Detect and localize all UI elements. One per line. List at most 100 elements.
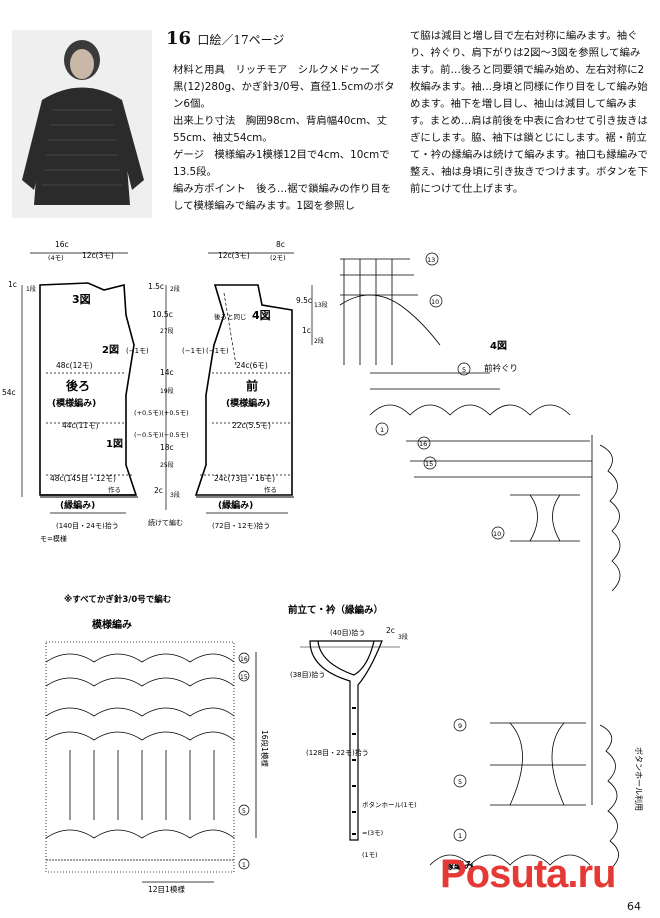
band-top-right: 2c: [386, 626, 395, 635]
pattern-side: 16段1模様: [260, 730, 270, 767]
pattern-stitches: [45, 641, 257, 883]
band-left-a: (38目)拾う: [290, 670, 325, 679]
front-right-b: 1c: [302, 326, 311, 335]
fig4-title: 4図: [490, 340, 507, 352]
mid-e: 2c: [154, 486, 163, 495]
fig4-n1: 1: [380, 426, 384, 434]
front-fig4: 4図: [252, 308, 271, 322]
pattern-row5: 5: [242, 808, 246, 815]
schematic-diagrams: 16c (4モ) 12c(3モ) 1c 1段 3図 2図 (−1モ) 48c(1…: [2, 240, 328, 543]
back-top-left-sub: (4モ): [48, 254, 64, 262]
front-band-diagram: 前立て・衿（縁編み） (40目)拾う 2c 3段 (38目)拾う (128目・2…: [288, 604, 417, 859]
page-number: 64: [627, 900, 641, 913]
fig4-n1b: 1: [458, 832, 462, 840]
front-top-right: 8c: [276, 240, 285, 249]
pattern-row16: 16: [240, 656, 248, 663]
front-pickup: (72目・12モ)拾う: [212, 521, 270, 530]
fig4-n10: 10: [431, 298, 439, 306]
mid-d-sub: 25段: [160, 461, 174, 469]
back-left-1dan: 1段: [26, 285, 36, 293]
mid-minus1: (−1モ): [182, 347, 205, 355]
back-fig1: 1図: [106, 438, 123, 450]
points-text-a: 編み方ポイント 後ろ…裾で鎖編みの作り目をして模様編みで編みます。1図を参照し: [173, 183, 392, 212]
pattern-note: ※すべてかぎ針3/0号で編む: [64, 594, 172, 605]
front-outline: [194, 284, 294, 498]
mid-a-sub: 2段: [170, 285, 180, 293]
pattern-bottom: 12目1模様: [148, 884, 185, 894]
pattern-row1: 1: [242, 862, 246, 869]
front-top-mid: 12c(3モ): [218, 251, 250, 260]
back-top-mid: 12c(3モ): [82, 251, 114, 260]
fig4-chart: 13 10 5 1 16 15 10 4図 前衿ぐり 9 5 1 ボタンホール利…: [339, 252, 644, 872]
instructions-col2: て脇は減目と増し目で左右対称に編みます。袖ぐり、衿ぐり、肩下がりは2図〜3図を参…: [410, 28, 648, 198]
mid-d: 18c: [160, 443, 174, 452]
band-title: 前立て・衿（縁編み）: [288, 604, 383, 616]
mid-c: 14c: [160, 368, 174, 377]
front-right-a: 9.5c: [296, 296, 312, 305]
front-atosame: 後ろと同じ: [214, 312, 247, 321]
photo-illustration: [12, 30, 152, 218]
back-name: 後ろ: [66, 378, 90, 393]
fig4-buttonhole-side: ボタンホール利用: [634, 747, 644, 811]
band-outline: [300, 640, 400, 841]
fig4-n5: 5: [462, 366, 466, 374]
fig4-edge-label: 縁編み: [444, 859, 474, 872]
model-photo: [12, 30, 152, 218]
fig4-stitches: [339, 258, 621, 872]
buttonholes: [352, 707, 356, 835]
back-fig2: 2図: [102, 344, 119, 356]
mid-cont: 続けて編む: [148, 518, 183, 527]
materials-text: 材料と用具 リッチモア シルクメドゥーズ 黒(12)280g、かぎ針3/0号、直…: [173, 64, 395, 110]
back-outline: [39, 282, 138, 498]
mid-minus: (−0.5モ)(−0.5モ): [134, 431, 189, 439]
pattern-chart: ※すべてかぎ針3/0号で編む 模様編み 16 15 5 1 16段1模様 12目…: [45, 594, 270, 894]
back-minus1: (−1モ): [126, 347, 149, 355]
band-bh-count: =(3モ): [362, 829, 383, 837]
item-number: 16: [166, 28, 192, 49]
item-ref: 口絵／17ページ: [197, 33, 285, 47]
back-bottom: 48c(145目・12モ): [50, 474, 116, 483]
back-left-1c: 1c: [8, 280, 17, 289]
page-title: 16 口絵／17ページ: [166, 28, 284, 49]
back-54c: 54c: [2, 388, 16, 397]
band-bottom: (1モ): [362, 851, 378, 859]
back-top-left: 16c: [55, 240, 69, 249]
points-text-b: て脇は減目と増し目で左右対称に編みます。袖ぐり、衿ぐり、肩下がりは2図〜3図を参…: [410, 30, 648, 195]
band-top-right-sub: 3段: [398, 633, 408, 641]
size-text: 出来上り寸法 胸囲98cm、背肩幅40cm、丈55cm、袖丈54cm。: [173, 115, 387, 144]
front-right-a-sub: 13段: [314, 301, 328, 309]
fig4-n9: 9: [458, 722, 462, 730]
pattern-row15: 15: [240, 674, 248, 681]
front-top-right-sub: (2モ): [270, 254, 286, 262]
fig4-n10b: 10: [493, 530, 501, 538]
pattern-title: 模様編み: [92, 618, 132, 631]
front-pattern: (模様編み): [226, 397, 270, 409]
back-48c: 48c(12モ): [56, 361, 93, 370]
dimension-lines: [21, 252, 313, 514]
back-fig3: 3図: [72, 292, 91, 306]
back-pattern: (模様編み): [52, 397, 96, 409]
mid-b: 10.5c: [152, 310, 173, 319]
mid-plus: (+0.5モ)(+0.5モ): [134, 409, 189, 417]
mid-e-sub: 3段: [170, 491, 180, 499]
back-tsukuru: 作る: [108, 485, 121, 494]
fig4-n16: 16: [419, 440, 427, 448]
band-top: (40目)拾う: [330, 628, 365, 637]
front-right-b-sub: 2段: [314, 337, 324, 345]
fig4-n15: 15: [425, 460, 433, 468]
back-pickup: (140目・24モ)拾う: [56, 521, 119, 530]
front-edge: (縁編み): [218, 499, 253, 511]
band-left-b: (128目・22モ)拾う: [306, 748, 369, 757]
mid-b-sub: 27段: [160, 327, 174, 335]
front-24c: 24c(6モ): [236, 361, 268, 370]
front-name: 前: [246, 378, 258, 393]
mid-c-sub: 19段: [160, 387, 174, 395]
back-44c: 44c(11モ): [62, 421, 99, 430]
gauge-text: ゲージ 模様編み1模様12目で4cm、10cmで13.5段。: [173, 149, 390, 178]
fig4-n5b: 5: [458, 778, 462, 786]
fig4-n13: 13: [427, 256, 435, 264]
front-22c: 22c(5.5モ): [232, 421, 271, 430]
watermark: Posuta.ru: [440, 852, 616, 896]
back-edge: (縁編み): [60, 499, 95, 511]
mid-a: 1.5c: [148, 282, 164, 291]
